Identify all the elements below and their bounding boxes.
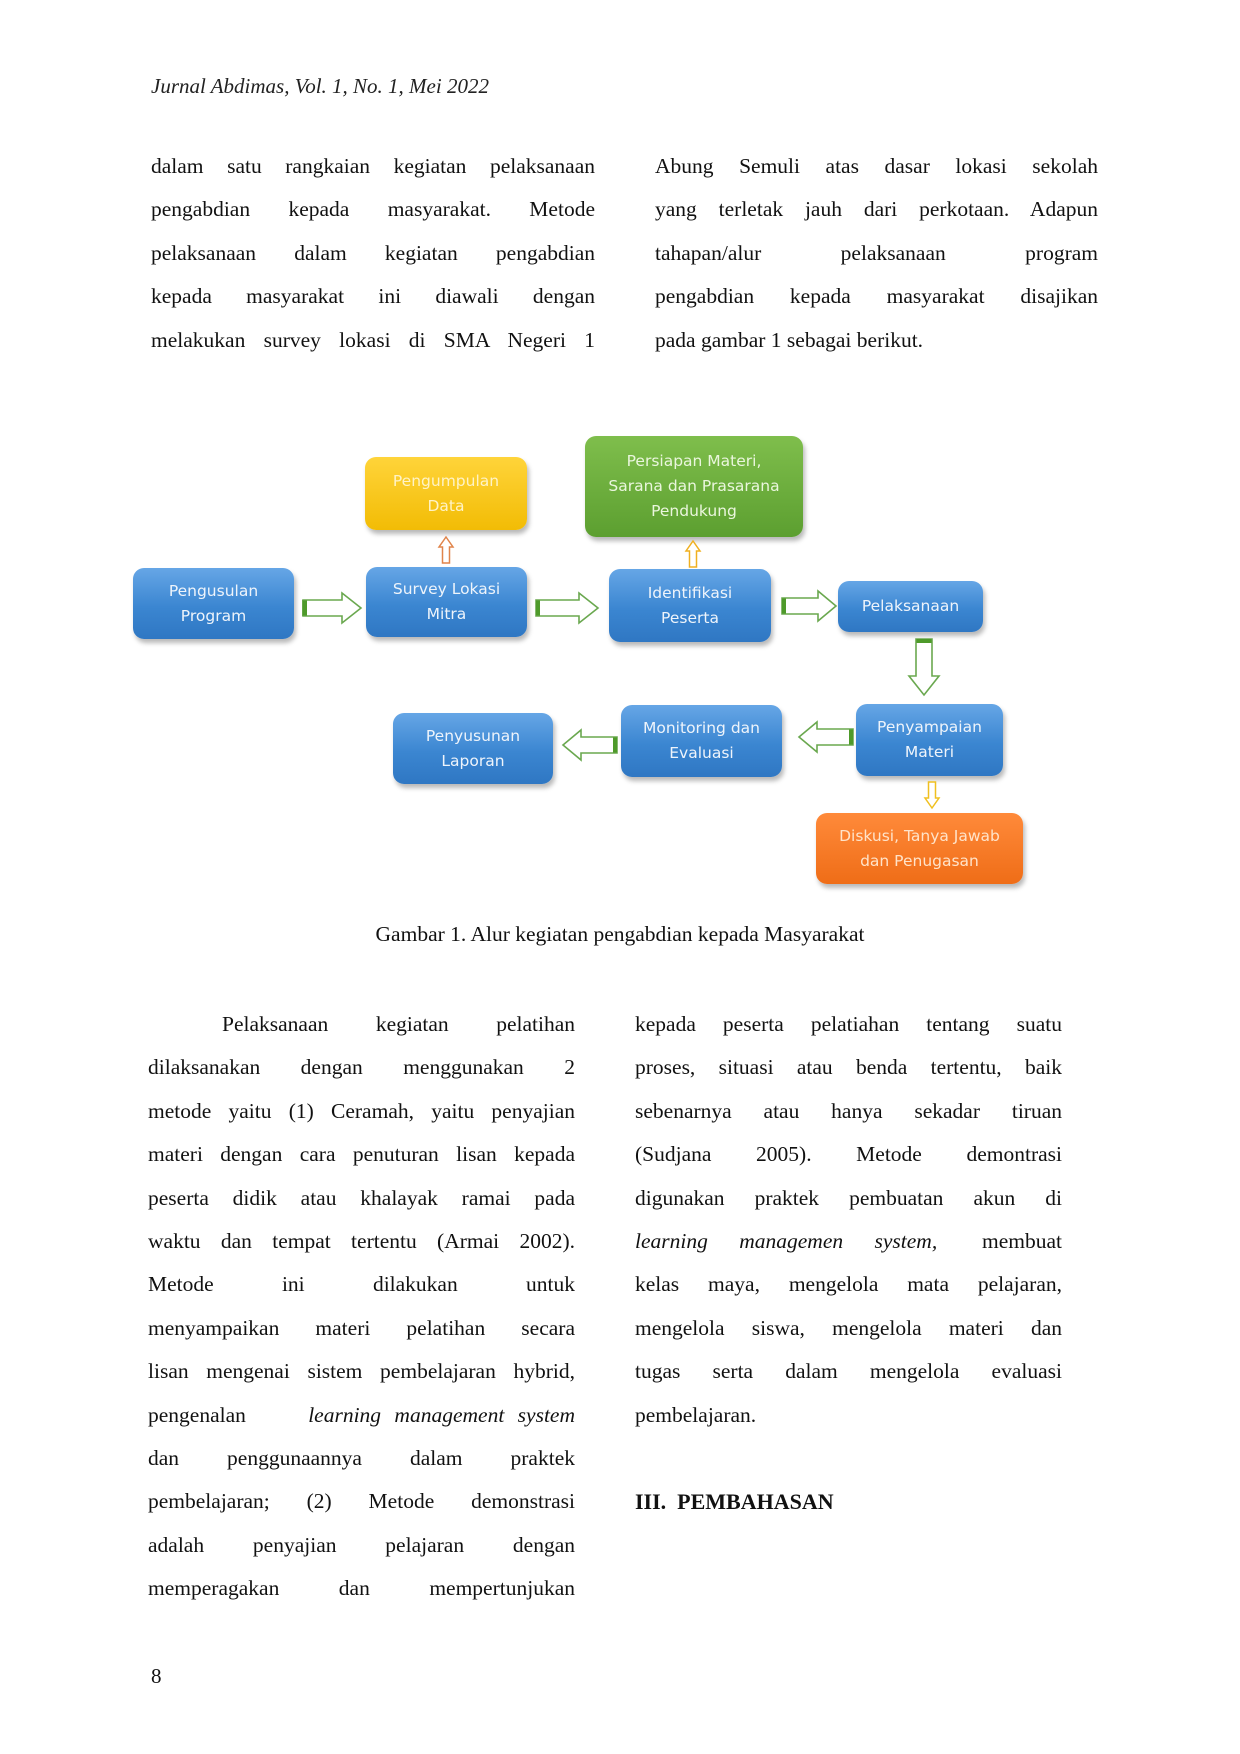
text-line: pengabdian kepada masyarakat. Metode xyxy=(151,197,595,222)
top-left-column: dalam satu rangkaian kegiatan pelaksanaa… xyxy=(151,145,595,362)
box-label: Evaluasi xyxy=(669,744,734,762)
text-line: memperagakan dan mempertunjukan xyxy=(148,1576,575,1601)
text-line: yang terletak jauh dari perkotaan. Adapu… xyxy=(655,197,1098,222)
text-line: pada gambar 1 sebagai berikut. xyxy=(655,327,924,352)
text-line: metode yaitu (1) Ceramah, yaitu penyajia… xyxy=(148,1098,575,1123)
text-line: learning managemen system, membuat xyxy=(635,1220,1062,1263)
box-label: Data xyxy=(427,496,465,515)
arrow-right-icon xyxy=(535,591,600,625)
text-line: Pelaksanaan kegiatan pelatihan xyxy=(222,1012,575,1036)
box-label: Persiapan Materi, xyxy=(626,452,762,470)
box-label: Materi xyxy=(904,743,955,761)
text-line: pengenalan learning management system xyxy=(148,1394,575,1437)
box-label: Penyampaian xyxy=(877,718,982,736)
box-label: Peserta xyxy=(661,608,719,627)
text-fragment: membuat xyxy=(981,1228,1062,1253)
text-line: pembelajaran; (2) Metode demonstrasi xyxy=(148,1489,575,1514)
box-label: Penyusunan xyxy=(425,726,521,745)
italic-term: learning management system xyxy=(308,1402,575,1427)
arrow-right-icon xyxy=(302,591,363,625)
text-line: sebenarnya atau hanya sekadar tiruan xyxy=(635,1098,1062,1123)
bottom-right-column: kepada peserta pelatiahan tentang suatu … xyxy=(635,1003,1062,1524)
text-line: pengabdian kepada masyarakat disajikan xyxy=(655,284,1098,309)
text-line: peserta didik atau khalayak ramai pada xyxy=(148,1185,575,1210)
box-pelaksanaan: Pelaksanaan xyxy=(838,581,983,632)
box-label: dan Penugasan xyxy=(860,851,979,870)
text-line: proses, situasi atau benda tertentu, bai… xyxy=(635,1055,1062,1080)
box-label: Mitra xyxy=(426,605,467,623)
bottom-left-column: Pelaksanaan kegiatan pelatihan dilaksana… xyxy=(148,1003,575,1610)
box-label: Program xyxy=(180,606,247,625)
page-number: 8 xyxy=(151,1664,162,1688)
text-line: (Sudjana 2005). Metode demontrasi xyxy=(635,1142,1062,1167)
text-line: melakukan survey lokasi di SMA Negeri 1 xyxy=(151,327,595,352)
text-line: dilaksanakan dengan menggunakan 2 xyxy=(148,1055,575,1080)
text-line: menyampaikan materi pelatihan secara xyxy=(148,1315,575,1340)
text-line: tugas serta dalam mengelola evaluasi xyxy=(635,1359,1062,1384)
text-line: materi dengan cara penuturan lisan kepad… xyxy=(148,1142,575,1167)
box-label: Monitoring dan xyxy=(643,719,760,737)
box-label: Pengusulan xyxy=(168,581,259,600)
text-line: adalah penyajian pelajaran dengan xyxy=(148,1532,575,1557)
arrow-down-icon xyxy=(923,781,941,810)
text-line: kelas maya, mengelola mata pelajaran, xyxy=(635,1272,1062,1297)
italic-term: learning managemen system, xyxy=(635,1228,938,1253)
text-line: tahapan/alur pelaksanaan program xyxy=(655,240,1098,265)
section-heading: III. PEMBAHASAN xyxy=(635,1489,834,1515)
text-line: pembelajaran. xyxy=(635,1402,757,1427)
spacer xyxy=(635,1437,1062,1480)
text-line: kepada masyarakat ini diawali dengan xyxy=(151,284,595,309)
arrow-up-icon xyxy=(684,539,702,568)
text-line: lisan mengenai sistem pembelajaran hybri… xyxy=(148,1359,575,1384)
text-line: pelaksanaan dalam kegiatan pengabdian xyxy=(151,240,595,265)
arrow-left-icon xyxy=(797,720,854,754)
text-line: Metode ini dilakukan untuk xyxy=(148,1272,575,1297)
box-label: Laporan xyxy=(441,751,505,770)
box-label: Sarana dan Prasarana xyxy=(608,477,780,495)
box-label: Pendukung xyxy=(651,502,737,520)
box-label: Pelaksanaan xyxy=(861,597,960,615)
box-label: Identifikasi xyxy=(647,583,733,602)
text-fragment: pengenalan xyxy=(148,1402,246,1427)
box-label: Diskusi, Tanya Jawab xyxy=(839,826,1000,845)
top-right-column: Abung Semuli atas dasar lokasi sekolah y… xyxy=(655,145,1098,362)
box-label: Survey Lokasi xyxy=(392,580,501,598)
text-line: waktu dan tempat tertentu (Armai 2002). xyxy=(148,1228,575,1253)
arrow-down-icon xyxy=(907,638,941,697)
text-line: kepada peserta pelatiahan tentang suatu xyxy=(635,1012,1062,1036)
figure-caption: Gambar 1. Alur kegiatan pengabdian kepad… xyxy=(375,922,865,946)
arrow-left-icon xyxy=(561,728,618,762)
arrow-up-icon xyxy=(437,535,455,564)
box-diskusi-tanya-jawab: Diskusi, Tanya Jawab dan Penugasan xyxy=(816,813,1023,884)
box-label: Pengumpulan xyxy=(392,471,500,490)
running-header: Jurnal Abdimas, Vol. 1, No. 1, Mei 2022 xyxy=(151,74,489,98)
arrow-right-icon xyxy=(781,589,838,623)
text-line: dalam satu rangkaian kegiatan pelaksanaa… xyxy=(151,154,595,178)
text-line: Abung Semuli atas dasar lokasi sekolah xyxy=(655,154,1098,178)
text-line: digunakan praktek pembuatan akun di xyxy=(635,1185,1062,1210)
text-line: dan penggunaannya dalam praktek xyxy=(148,1445,575,1470)
text-line: mengelola siswa, mengelola materi dan xyxy=(635,1315,1062,1340)
